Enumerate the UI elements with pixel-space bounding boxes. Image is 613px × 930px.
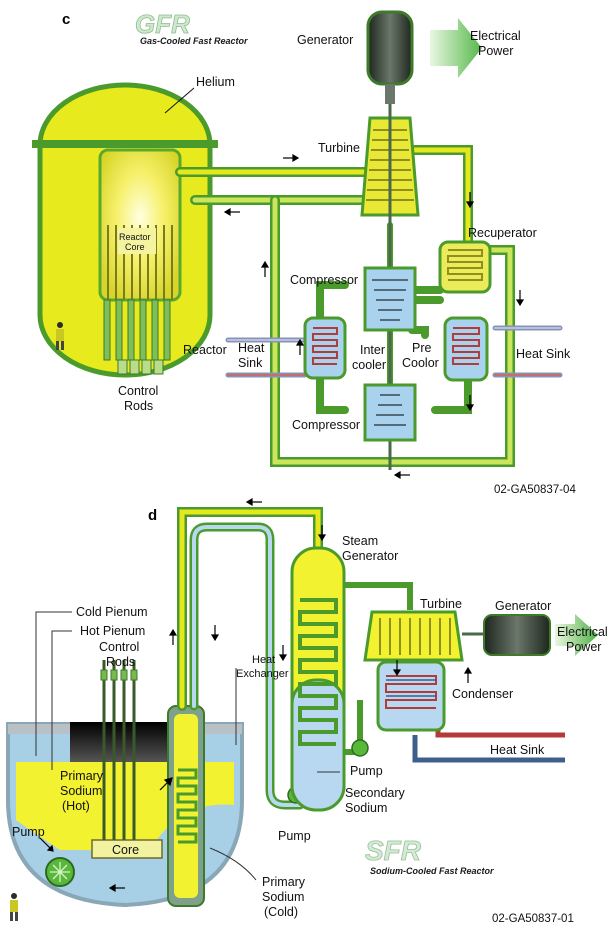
gfr-helium-leader xyxy=(164,87,195,114)
sfr-label-electrical-power-2: Power xyxy=(566,640,601,654)
sfr-logo-abbr: SFR xyxy=(365,835,422,866)
gfr-label-heat-sink-left-2: Sink xyxy=(238,356,263,370)
sfr-condenser xyxy=(376,660,446,732)
sfr-label-primary-hot-1: Primary xyxy=(60,769,104,783)
gfr-label-control-rods-1: Control xyxy=(118,384,158,398)
gfr-label-reactor: Reactor xyxy=(183,343,227,357)
sfr-logo: SFR Sodium-Cooled Fast Reactor xyxy=(365,835,494,876)
sfr-label-cold-plenum: Cold Pienum xyxy=(76,605,148,619)
sfr-label-generator: Generator xyxy=(495,599,551,613)
gfr-worker-icon xyxy=(56,322,64,350)
gfr-precooler xyxy=(443,316,489,382)
gfr-logo-abbr: GFR xyxy=(135,9,190,39)
sfr-label-heat-exchanger-1: Heat xyxy=(252,654,275,666)
sfr-label-primary-hot-2: Sodium xyxy=(60,784,102,798)
sfr-labels: Steam Generator Cold Pienum Hot Pienum C… xyxy=(12,534,608,919)
gfr-label-intercooler-2: cooler xyxy=(352,358,386,372)
gfr-labels: Generator Electrical Power Helium Turbin… xyxy=(118,29,571,432)
sfr-label-pump-left: Pump xyxy=(12,825,45,839)
gfr-label-heat-sink-left-1: Heat xyxy=(238,341,265,355)
sfr-pool-vessel xyxy=(6,660,244,908)
sfr-worker-icon xyxy=(10,893,18,921)
gfr-pipes xyxy=(175,145,563,467)
gfr-label-precooler-1: Pre xyxy=(412,341,432,355)
sfr-secondary-pump-icon xyxy=(351,739,369,757)
gfr-label-intercooler-1: Inter xyxy=(360,343,385,357)
sfr-label-heat-exchanger-2: Exchanger xyxy=(236,668,289,680)
sfr-label-hot-plenum: Hot Pienum xyxy=(80,624,145,638)
sfr-label-pump-bottom: Pump xyxy=(278,829,311,843)
gfr-label-electrical-power-1: Electrical xyxy=(470,29,521,43)
sfr-panel-letter: d xyxy=(148,507,157,524)
sfr-logo-text: Sodium-Cooled Fast Reactor xyxy=(370,866,494,876)
gfr-compressor-bottom xyxy=(363,383,417,442)
sfr-label-primary-cold-1: Primary xyxy=(262,875,306,889)
gfr-flow-arrows xyxy=(223,153,525,480)
sfr-steam-generator xyxy=(290,546,346,812)
sfr-label-primary-cold-2: Sodium xyxy=(262,890,304,904)
sfr-turbine xyxy=(363,610,486,662)
gfr-reactor-vessel xyxy=(32,82,218,378)
gfr-label-reactor-core-2: Core xyxy=(125,242,145,252)
gfr-panel: c GFR Gas-Cooled Fast Reactor xyxy=(32,9,576,496)
gfr-panel-letter: c xyxy=(62,11,70,28)
gfr-generator xyxy=(366,10,482,104)
sfr-panel: d xyxy=(6,497,608,925)
gfr-label-precooler-2: Coolor xyxy=(402,356,439,370)
gfr-logo-text: Gas-Cooled Fast Reactor xyxy=(140,36,248,46)
sfr-label-primary-cold-3: (Cold) xyxy=(264,905,298,919)
sfr-flow-arrows xyxy=(39,497,473,893)
gfr-label-electrical-power-2: Power xyxy=(478,44,513,58)
gfr-label-control-rods-2: Rods xyxy=(124,399,153,413)
sfr-label-heat-sink: Heat Sink xyxy=(490,743,545,757)
sfr-label-primary-hot-3: (Hot) xyxy=(62,799,90,813)
sfr-figure-code: 02-GA50837-01 xyxy=(492,913,574,925)
gfr-label-heat-sink-right: Heat Sink xyxy=(516,347,571,361)
sfr-label-control-rods-1: Control xyxy=(99,640,139,654)
sfr-generator xyxy=(483,614,598,656)
sfr-label-pump-secondary: Pump xyxy=(350,764,383,778)
sfr-label-core: Core xyxy=(112,843,139,857)
gfr-label-helium: Helium xyxy=(196,75,235,89)
sfr-leader-lines xyxy=(35,611,340,881)
gfr-intercooler xyxy=(303,316,347,380)
sfr-label-steam-generator-1: Steam xyxy=(342,534,378,548)
gfr-label-generator: Generator xyxy=(297,33,353,47)
sfr-label-secondary-sodium-1: Secondary xyxy=(345,786,406,800)
gfr-label-recuperator: Recuperator xyxy=(468,226,537,240)
sfr-label-electrical-power-1: Electrical xyxy=(557,625,608,639)
gfr-label-compressor-bottom: Compressor xyxy=(292,418,360,432)
gfr-recuperator xyxy=(438,240,492,294)
sfr-label-secondary-sodium-2: Sodium xyxy=(345,801,387,815)
sfr-label-turbine: Turbine xyxy=(420,597,462,611)
sfr-label-control-rods-2: Rods xyxy=(106,655,135,669)
gfr-label-turbine: Turbine xyxy=(318,141,360,155)
gfr-label-compressor-top: Compressor xyxy=(290,273,358,287)
gfr-logo: GFR Gas-Cooled Fast Reactor xyxy=(135,9,248,46)
sfr-label-steam-generator-2: Generator xyxy=(342,549,398,563)
gfr-figure-code: 02-GA50837-04 xyxy=(494,484,576,496)
sfr-heat-exchanger xyxy=(167,705,205,907)
gfr-label-reactor-core-1: Reactor xyxy=(119,232,151,242)
gfr-compressor-top xyxy=(363,266,417,332)
sfr-label-condenser: Condenser xyxy=(452,687,513,701)
